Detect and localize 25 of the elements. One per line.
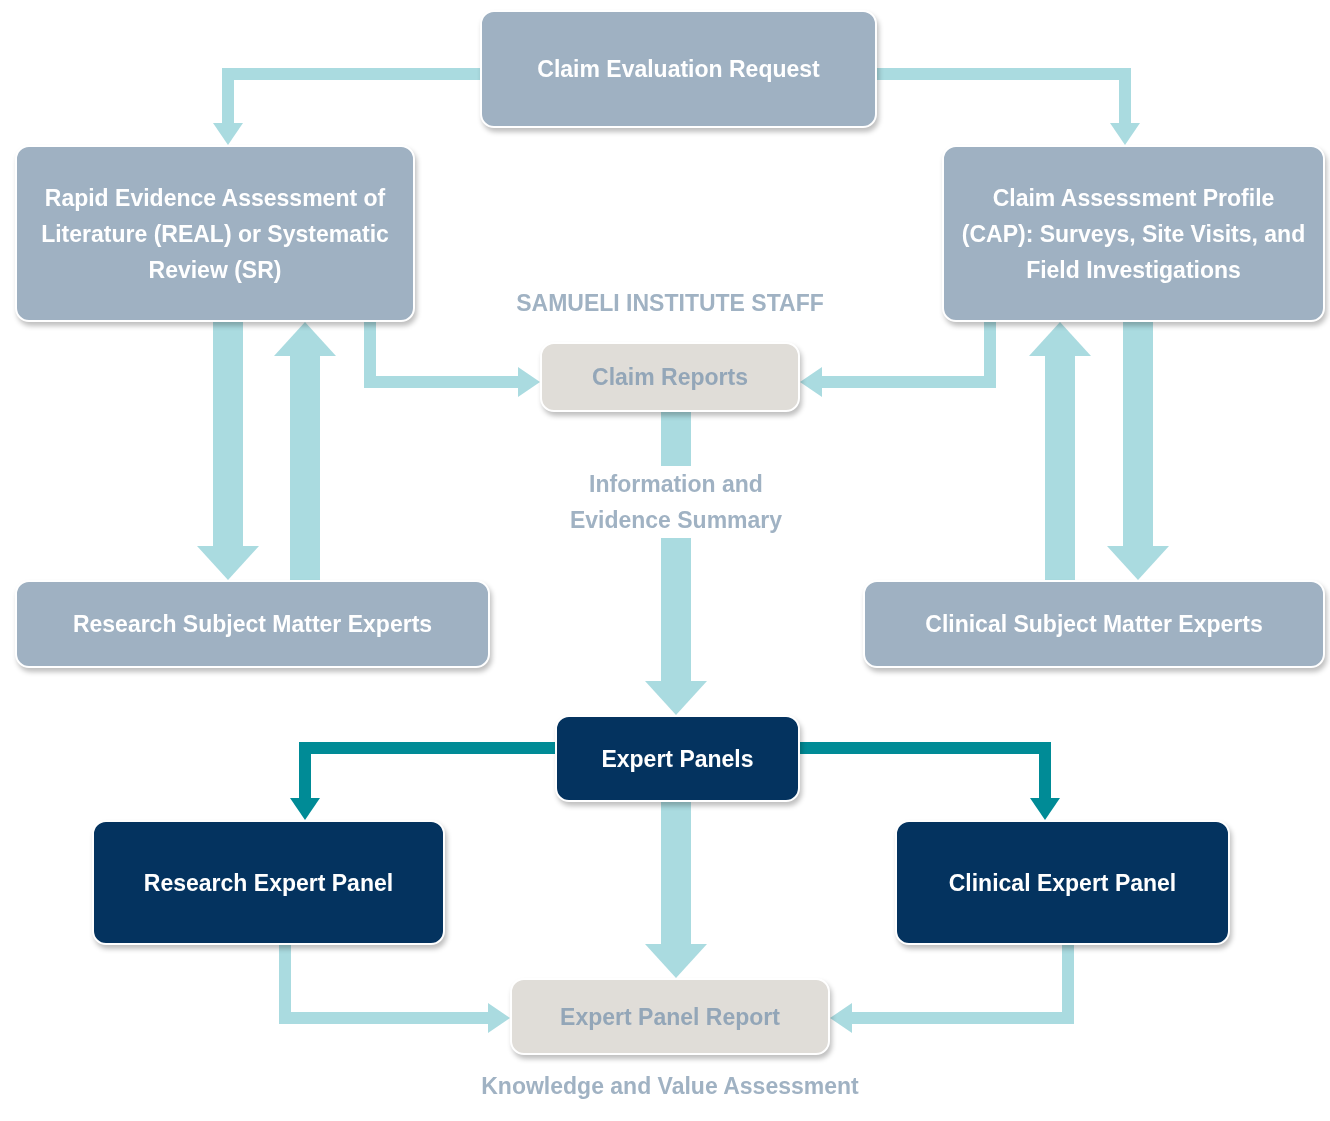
arrow xyxy=(645,802,707,978)
process-box: Claim Reports xyxy=(540,342,800,412)
arrow xyxy=(800,742,1060,820)
process-box: Research Subject Matter Experts xyxy=(15,580,490,668)
arrow xyxy=(364,322,540,397)
arrow xyxy=(800,322,996,397)
process-box: Claim Evaluation Request xyxy=(480,10,877,128)
process-box: Expert Panel Report xyxy=(510,978,830,1055)
arrow xyxy=(877,68,1140,145)
process-box: Rapid Evidence Assessment of Literature (REAL) or Systematic Review (SR) xyxy=(15,145,415,322)
arrow xyxy=(290,742,555,820)
arrow xyxy=(213,68,480,145)
process-box: Clinical Subject Matter Experts xyxy=(863,580,1325,668)
arrow xyxy=(830,945,1074,1033)
arrow xyxy=(197,322,259,580)
arrow xyxy=(274,322,336,580)
arrow xyxy=(1107,322,1169,580)
process-box: Clinical Expert Panel xyxy=(895,820,1230,945)
caption-text: Knowledge and Value Assessment xyxy=(480,1073,860,1100)
arrow xyxy=(279,945,510,1033)
process-box: Expert Panels xyxy=(555,715,800,802)
process-box: Claim Assessment Profile (CAP): Surveys, Site Visits, and Field Investigations xyxy=(942,145,1325,322)
arrow xyxy=(1029,322,1091,580)
process-box: Research Expert Panel xyxy=(92,820,445,945)
caption-text: SAMUELI INSTITUTE STAFF xyxy=(515,290,825,317)
